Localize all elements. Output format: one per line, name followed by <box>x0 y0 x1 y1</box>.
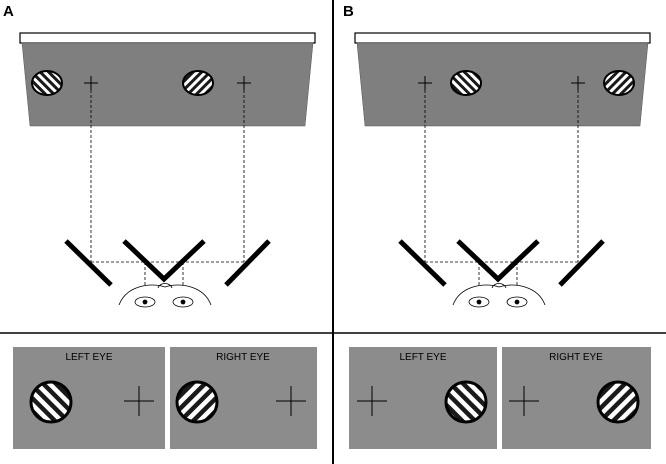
fixation-cross <box>124 386 154 416</box>
right-eye-label: RIGHT EYE <box>216 352 270 363</box>
grating-stimulus <box>175 380 219 424</box>
display-screen <box>356 42 649 127</box>
left-eye-label: LEFT EYE <box>399 352 446 363</box>
grating-stimulus <box>444 380 488 424</box>
display-screen <box>21 42 314 127</box>
grating-stimulus <box>182 70 214 96</box>
panel-letter-a: A <box>3 3 14 20</box>
screen-top-bar <box>354 32 651 44</box>
fixation-cross <box>357 386 387 416</box>
mirror-assembly <box>398 239 605 287</box>
fixation-cross <box>418 76 432 90</box>
grating-stimulus <box>29 380 73 424</box>
left-eye-label: LEFT EYE <box>65 352 112 363</box>
grating-stimulus <box>450 70 482 96</box>
panel-b: B L <box>343 3 651 449</box>
right-eye-label: RIGHT EYE <box>549 352 603 363</box>
observer-head <box>452 283 546 308</box>
panel-letter-b: B <box>343 3 354 20</box>
panel-a: A L <box>3 3 317 449</box>
fixation-cross <box>237 76 251 90</box>
grating-stimulus <box>603 70 635 96</box>
fixation-cross <box>571 76 585 90</box>
mirror-assembly <box>64 239 271 287</box>
grating-stimulus <box>596 380 640 424</box>
grating-stimulus <box>31 70 63 96</box>
fixation-cross <box>509 386 539 416</box>
fixation-cross <box>84 76 98 90</box>
observer-head <box>118 283 212 308</box>
fixation-cross <box>276 386 306 416</box>
screen-top-bar <box>19 32 316 44</box>
